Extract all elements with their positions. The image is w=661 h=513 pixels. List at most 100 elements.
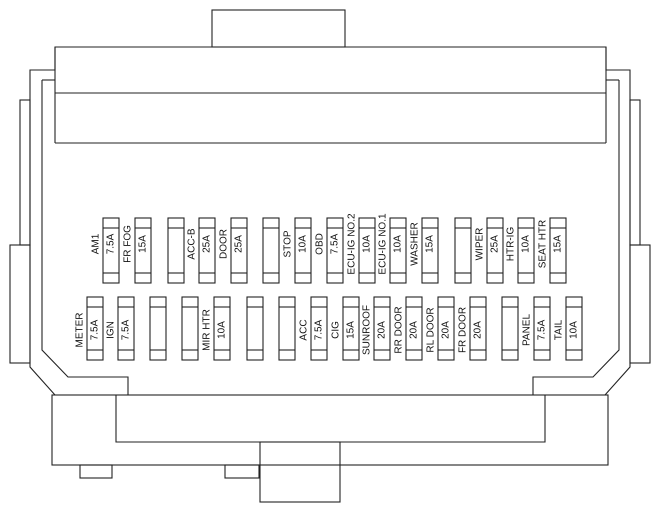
fuse-name: MIR HTR [202, 309, 213, 351]
fuse-name: WASHER [410, 222, 421, 266]
fuse-name: CIG [331, 321, 342, 339]
fuse-slot-empty [181, 296, 199, 361]
fuse-body [517, 217, 535, 284]
fuse-slot-empty [167, 217, 185, 284]
fuse-name: STOP [283, 230, 294, 257]
fuse-slot-empty [262, 217, 280, 284]
fuse-body [167, 217, 185, 284]
fuse-body [421, 217, 439, 284]
fuse-rating: 7.5A [314, 319, 325, 340]
fuse-body [533, 296, 551, 361]
right-side-clip [629, 244, 651, 364]
fuse-body [389, 217, 407, 284]
fuse-name: PANEL [522, 314, 533, 346]
fuse-body [373, 296, 391, 361]
fuse-slot-empty [278, 296, 296, 361]
fuse-name: RL DOOR [426, 307, 437, 352]
left-side-clip [19, 99, 31, 246]
fuse-body [501, 296, 519, 361]
bottom-center-plug [259, 441, 341, 503]
fuse-rating: 15A [553, 235, 564, 253]
fuse-body [469, 296, 487, 361]
fuse-slot-empty [501, 296, 519, 361]
fuse-body [198, 217, 216, 284]
fuse-rating: 7.5A [330, 233, 341, 254]
fuse-rating: 10A [393, 235, 404, 253]
fuse-body [405, 296, 423, 361]
fuse-rr-door: 20A RR DOOR [394, 296, 423, 361]
fuse-slot-empty [246, 296, 264, 361]
fuse-rating: 20A [441, 321, 452, 339]
fuse-rating: 7.5A [121, 319, 132, 340]
fuse-body [437, 296, 455, 361]
bottom-connector-block [51, 394, 609, 466]
fuse-body [117, 296, 135, 361]
fuse-rating: 20A [409, 321, 420, 339]
fuse-body [278, 296, 296, 361]
fuse-name: METER [75, 313, 86, 348]
fuse-panel: 7.5A PANEL [522, 296, 551, 361]
fuse-rating: 15A [138, 235, 149, 253]
fuse-rating: 25A [202, 235, 213, 253]
fuse-name: DOOR [219, 229, 230, 259]
fuse-rating: 10A [521, 235, 532, 253]
fuse-body [230, 217, 248, 284]
fuse-rating: 10A [362, 235, 373, 253]
fuse-body [454, 217, 472, 284]
fuse-name: ECU-IG NO.1 [378, 213, 389, 275]
fuse-rating: 10A [217, 321, 228, 339]
fuse-body [326, 217, 344, 284]
fuse-slot-empty [149, 296, 167, 361]
fuse-slot-empty [454, 217, 472, 284]
fuse-body [565, 296, 583, 361]
bottom-connector-recess [115, 395, 546, 443]
fuse-rating: 15A [346, 321, 357, 339]
bottom-latch-center [224, 464, 260, 479]
fuse-name: RR DOOR [394, 306, 405, 353]
fuse-body [310, 296, 328, 361]
fuse-body [134, 217, 152, 284]
fuse-rating: 10A [569, 321, 580, 339]
fuse-name: FR FOG [123, 225, 134, 263]
fuse-name: WIPER [475, 228, 486, 261]
fuse-rating: 7.5A [537, 319, 548, 340]
fuse-body [262, 217, 280, 284]
fuse-name: SEAT HTR [538, 220, 549, 269]
fuse-body [358, 217, 376, 284]
fuse-body [294, 217, 312, 284]
fuse-name: ACC [299, 319, 310, 340]
fuse-rl-door: 20A RL DOOR [426, 296, 455, 361]
fuse-rating: 7.5A [106, 233, 117, 254]
fuse-rating: 7.5A [90, 319, 101, 340]
fuse-body [86, 296, 104, 361]
left-side-clip [9, 244, 31, 364]
fuse-rating: 20A [473, 321, 484, 339]
fuse-acc-b: 25A ACC-B [187, 217, 216, 284]
bottom-latch-left [79, 464, 113, 479]
fuse-seat-htr: 15A SEAT HTR [538, 217, 567, 284]
fuse-mir-htr: 10A MIR HTR [202, 296, 231, 361]
fuse-rating: 25A [490, 235, 501, 253]
fuse-name: SUNROOF [362, 305, 373, 355]
fuse-cig: 15A CIG [331, 296, 360, 361]
fuse-fr-fog: 15A FR FOG [123, 217, 152, 284]
fuse-name: ACC-B [187, 228, 198, 259]
inner-panel-outline [41, 80, 620, 395]
right-side-clip [629, 99, 641, 246]
fuse-wiper: 25A WIPER [475, 217, 504, 284]
fuse-body [149, 296, 167, 361]
